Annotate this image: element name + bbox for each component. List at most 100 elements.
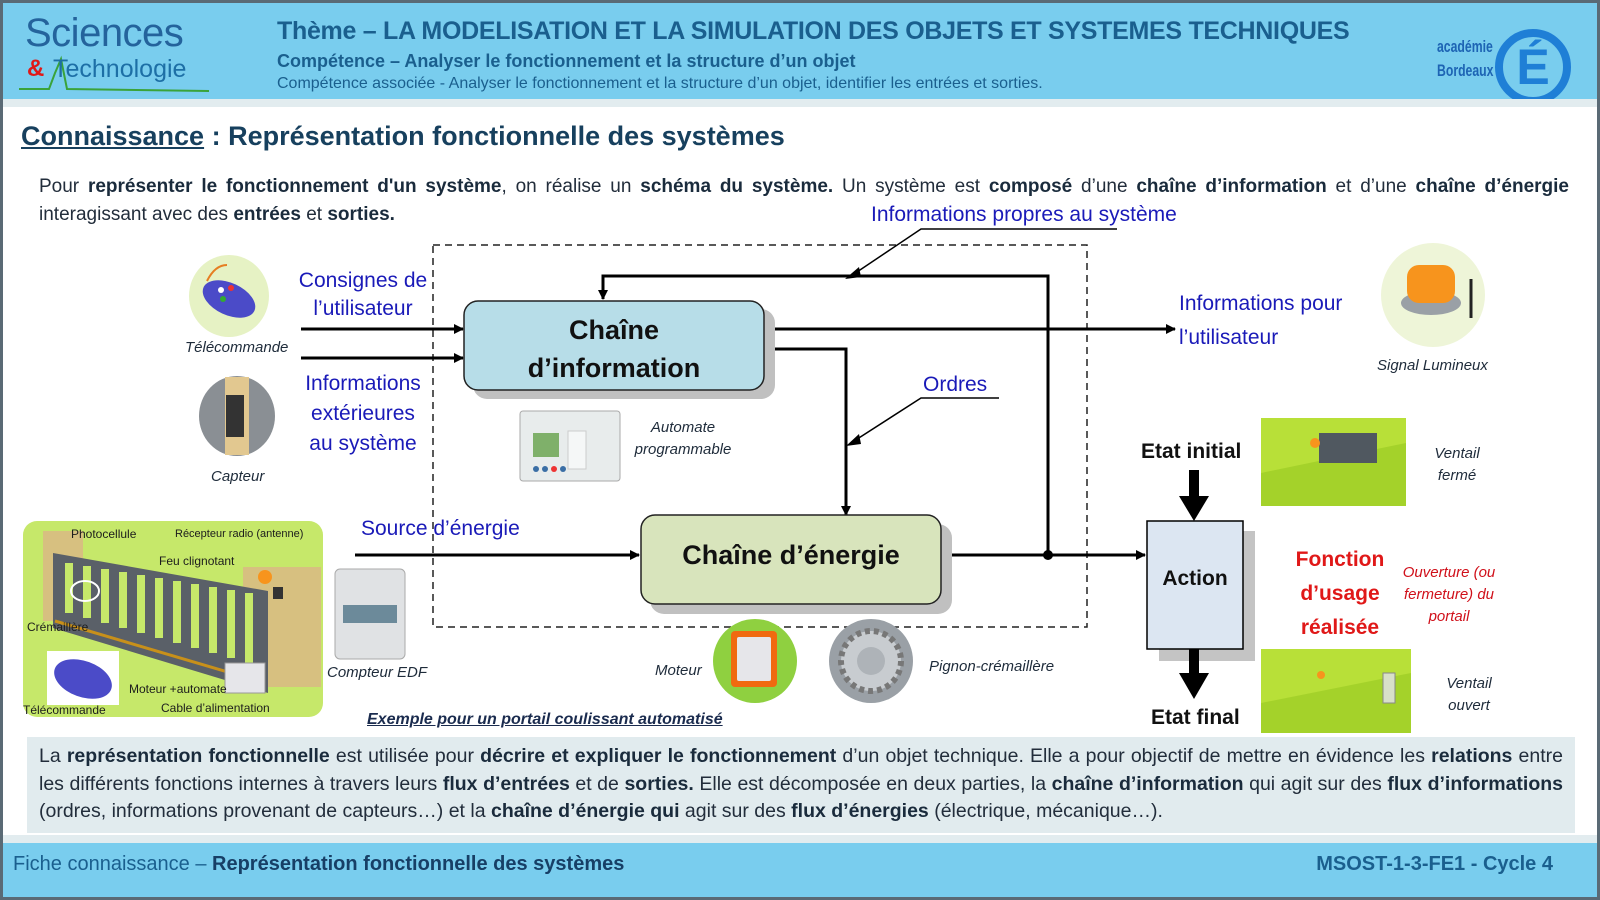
caption-ventail-ferme-line1: Ventail bbox=[1434, 445, 1480, 462]
summary-run: et de bbox=[569, 772, 625, 795]
junction-dot bbox=[1043, 550, 1053, 560]
competence-title: Compétence – Analyser le fonctionnement … bbox=[277, 51, 856, 71]
summary-run: décrire et expliquer le fonctionnement bbox=[480, 745, 837, 767]
intro-paragraph: Pour représenter le fonctionnement d'un … bbox=[39, 173, 1569, 229]
signal-lumineux-icon bbox=[1381, 243, 1485, 347]
caption-signal-lumineux: Signal Lumineux bbox=[1377, 357, 1488, 374]
functional-diagram bbox=[23, 228, 1485, 733]
footer-bar: Fiche connaissance – Représentation fonc… bbox=[3, 843, 1597, 897]
label-infos-ext-line2: extérieures bbox=[311, 402, 415, 425]
intro-run: entrées bbox=[233, 204, 301, 225]
summary-run: agit sur des bbox=[679, 800, 792, 822]
label-infos-ext-line3: au système bbox=[309, 432, 417, 455]
chaine-info-line2: d’information bbox=[527, 353, 701, 383]
gate-label-telecommande: Télécommande bbox=[23, 703, 106, 717]
gate-label-photocellule: Photocellule bbox=[71, 527, 137, 541]
gate-label-cable: Cable d’alimentation bbox=[161, 701, 270, 715]
example-caption: Exemple pour un portail coulissant autom… bbox=[367, 711, 723, 728]
intro-run: d’une bbox=[1072, 176, 1137, 197]
caption-automate: Automate programmable bbox=[623, 417, 743, 461]
pignon-cremaillere-icon bbox=[829, 619, 913, 703]
automate-programmable-icon bbox=[519, 410, 621, 482]
summary-run: qui agit sur des bbox=[1243, 772, 1388, 795]
caption-automate-line1: Automate bbox=[650, 419, 716, 436]
academie-line1: académie bbox=[1437, 37, 1493, 56]
fonction-usage-label: Fonction d’usage réalisée bbox=[1265, 543, 1415, 645]
intro-run: Pour bbox=[39, 176, 88, 197]
intro-run: chaîne d’information bbox=[1136, 176, 1327, 197]
header-divider bbox=[3, 99, 1597, 107]
ventail-ferme-image bbox=[1261, 418, 1406, 506]
compteur-edf-icon bbox=[334, 568, 406, 660]
intro-run: composé bbox=[988, 176, 1073, 197]
gate-label-feu: Feu clignotant bbox=[159, 554, 235, 568]
caption-ouverture-line3: portail bbox=[1428, 608, 1470, 625]
gate-label-recepteur: Récepteur radio (antenne) bbox=[175, 528, 304, 540]
label-infos-user-line1: Informations pour bbox=[1179, 292, 1343, 315]
arrow-etat-final-head bbox=[1179, 673, 1209, 699]
leader-ordres bbox=[850, 397, 999, 444]
action-box bbox=[1146, 520, 1244, 650]
header-bar: Sciences & Technologie Thème – LA MODELI… bbox=[3, 3, 1597, 105]
logo-sciences-text: Sciences bbox=[25, 11, 184, 55]
footer-bold-title: Représentation fonctionnelle des système… bbox=[212, 853, 625, 875]
label-infos-user-line2: l’utilisateur bbox=[1179, 326, 1279, 349]
caption-ouverture-line1: Ouverture (ou bbox=[1402, 564, 1496, 581]
gate-label-moteur-automate: Moteur +automate bbox=[129, 682, 227, 696]
intro-run: chaîne d’énergie bbox=[1415, 176, 1570, 197]
etat-initial-label: Etat initial bbox=[1141, 440, 1242, 463]
chaine-energie-box bbox=[640, 514, 942, 605]
caption-ventail-ferme: Ventail fermé bbox=[1413, 443, 1501, 487]
label-infos-ext-line1: Informations bbox=[305, 372, 421, 395]
academie-line2: Bordeaux bbox=[1437, 61, 1494, 80]
summary-run: entre les différents fonctions internes … bbox=[39, 745, 1563, 795]
intro-run: sorties. bbox=[327, 204, 395, 225]
action-label: Action bbox=[1162, 567, 1228, 590]
label-infos-exterieures: Informations extérieures au système bbox=[293, 369, 433, 459]
intro-run: , on réalise un bbox=[501, 176, 641, 197]
chaine-information-label: Chaîne d’information bbox=[464, 311, 764, 387]
section-title: Connaissance : Représentation fonctionne… bbox=[21, 121, 785, 152]
arrow-etat-initial-shaft bbox=[1189, 470, 1199, 498]
caption-ventail-ouvert-line1: Ventail bbox=[1446, 675, 1492, 692]
arrow-ordres bbox=[765, 347, 851, 516]
moteur-icon bbox=[713, 619, 797, 703]
caption-moteur: Moteur bbox=[655, 662, 702, 679]
fonction-line3: réalisée bbox=[1300, 616, 1380, 639]
summary-run: flux d’énergies bbox=[791, 800, 929, 822]
logo-ampersand: & bbox=[27, 55, 45, 82]
caption-ventail-ouvert-line2: ouvert bbox=[1448, 697, 1490, 714]
intro-run: représenter le fonctionnement d'un systè… bbox=[87, 176, 502, 197]
caption-pignon-cremaillere: Pignon-crémaillère bbox=[929, 658, 1055, 675]
summary-run: (électrique, mécanique…). bbox=[928, 800, 1163, 822]
academie-mark: É bbox=[1516, 39, 1549, 95]
chaine-information-box bbox=[463, 300, 765, 391]
caption-telecommande: Télécommande bbox=[185, 339, 289, 356]
footer-prefix: Fiche connaissance – bbox=[13, 853, 213, 875]
summary-run: flux d’informations bbox=[1387, 772, 1563, 795]
intro-run: schéma du système. bbox=[640, 176, 834, 197]
capteur-icon bbox=[199, 376, 275, 456]
leader-info-propres bbox=[850, 228, 1117, 277]
chaine-info-line1: Chaîne bbox=[568, 315, 660, 345]
label-source-energie: Source d’énergie bbox=[361, 517, 520, 540]
summary-run: relations bbox=[1431, 745, 1513, 767]
section-title-keyword: Connaissance bbox=[21, 121, 205, 151]
logo-heartbeat-icon bbox=[19, 55, 210, 92]
gate-label-cremaillere: Crémaillère bbox=[27, 620, 89, 634]
academie-e-logo-icon: É bbox=[1495, 29, 1571, 105]
caption-ouverture-line2: fermeture) du bbox=[1403, 586, 1495, 603]
label-consignes-line2: l’utilisateur bbox=[313, 297, 413, 320]
summary-paragraph: La représentation fonctionnelle est util… bbox=[27, 737, 1575, 833]
summary-run: chaîne d’information bbox=[1051, 772, 1244, 795]
caption-ouverture-portail: Ouverture (ou fermeture) du portail bbox=[1389, 562, 1509, 628]
intro-run: Un système est bbox=[833, 176, 989, 197]
intro-run: et bbox=[300, 204, 328, 225]
summary-run: chaîne d’énergie qui bbox=[490, 800, 680, 822]
academie-label: académie Bordeaux bbox=[1437, 35, 1494, 83]
summary-run: (ordres, informations provenant de capte… bbox=[39, 800, 491, 822]
section-title-text: : Représentation fonctionnelle des systè… bbox=[204, 121, 785, 151]
portail-illustration bbox=[23, 521, 323, 717]
fonction-line2: d’usage bbox=[1300, 582, 1380, 605]
intro-run: et d’une bbox=[1326, 176, 1416, 197]
